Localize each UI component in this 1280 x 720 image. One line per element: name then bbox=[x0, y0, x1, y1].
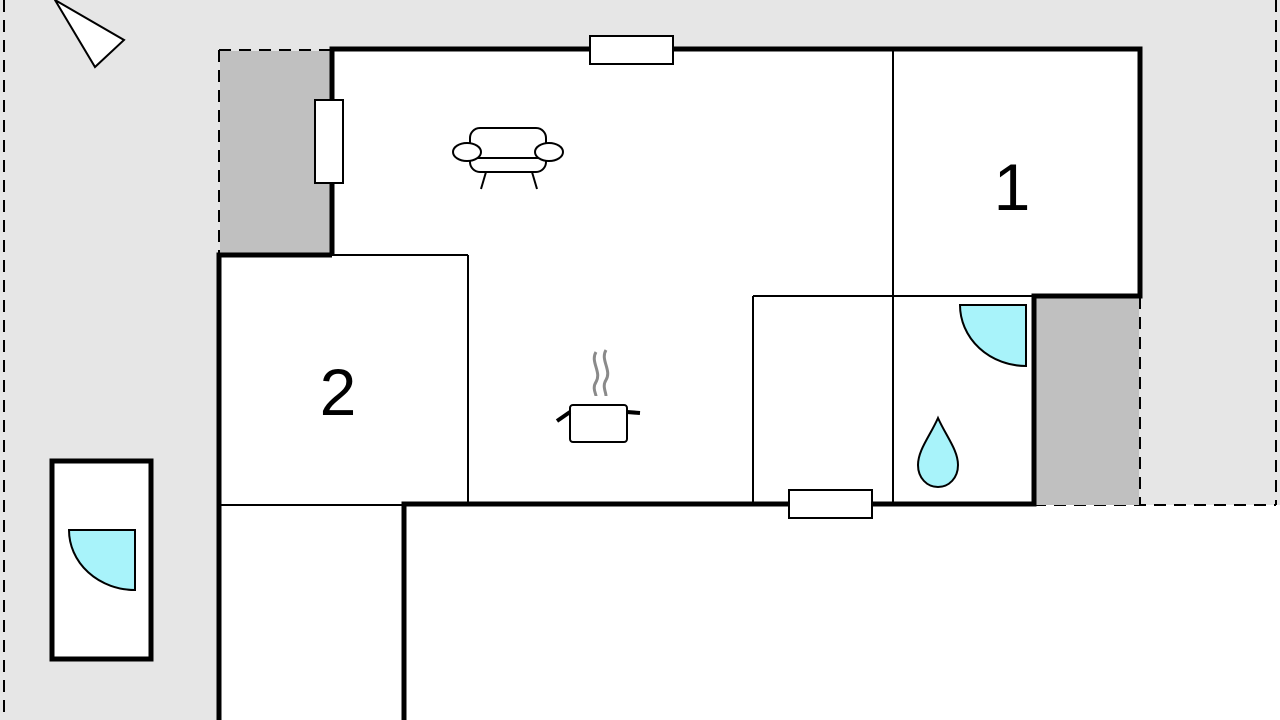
exterior-walls bbox=[216, 46, 1143, 720]
property-boundary bbox=[3, 0, 1277, 720]
terrace-west bbox=[220, 51, 332, 254]
window-north bbox=[589, 35, 674, 65]
room-label-2: 2 bbox=[320, 355, 357, 429]
quarter-circle-shower-icon bbox=[958, 304, 1027, 368]
room-label-1: 1 bbox=[994, 150, 1031, 224]
floor-area bbox=[219, 49, 1140, 720]
cooking-pot-icon bbox=[555, 349, 641, 443]
window-west bbox=[314, 99, 344, 184]
north-arrow-icon bbox=[53, 0, 126, 69]
water-drop-icon bbox=[916, 415, 960, 489]
terrace-east bbox=[1035, 297, 1139, 505]
window-south bbox=[788, 489, 873, 519]
sofa-icon bbox=[452, 127, 564, 190]
neighbor-area bbox=[404, 505, 1280, 720]
outdoor-shower-icon bbox=[67, 529, 136, 592]
